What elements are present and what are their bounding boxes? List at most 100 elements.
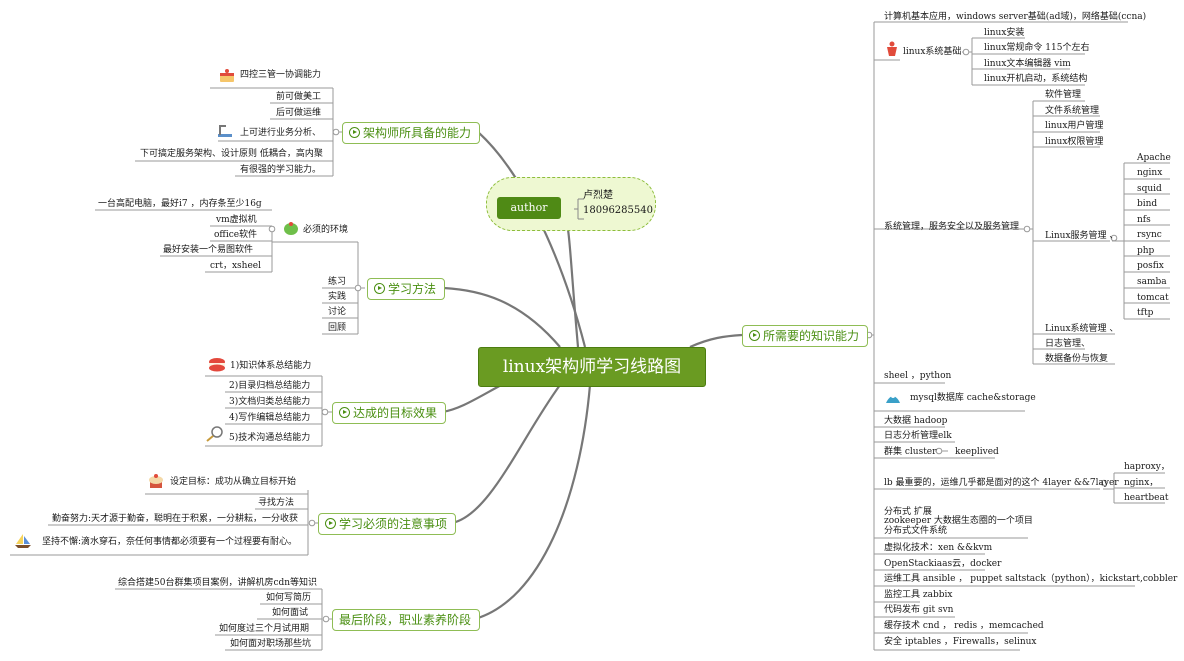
final-item: 如何面试 <box>272 608 309 618</box>
abilities-item: 上可进行业务分析、 <box>240 128 322 138</box>
branch-goals[interactable]: 达成的目标效果 <box>332 402 447 424</box>
abilities-item: 前可做美工 <box>276 92 322 102</box>
service-item: rsync <box>1137 230 1162 240</box>
branch-knowledge[interactable]: 所需要的知识能力 <box>742 325 869 347</box>
macaron-icon <box>209 358 225 372</box>
sysadmin-item: linux用户管理 <box>1045 121 1104 131</box>
services-title: Linux服务管理 、 <box>1045 231 1119 241</box>
keepalived-item: keeplived <box>955 447 999 457</box>
deploy-item: 代码发布 git svn <box>884 605 954 615</box>
linux-basic-item: linux文本编辑器 vim <box>984 59 1071 69</box>
sysadmin-item: 软件管理 <box>1045 90 1082 100</box>
branch-study-title: 学习方法 <box>388 282 437 296</box>
service-item: tftp <box>1137 308 1154 318</box>
branch-abilities-title: 架构师所具备的能力 <box>363 126 472 140</box>
cache-item: 缓存技术 cnd ， redis ，memcached <box>884 621 1044 631</box>
abilities-item: 有很强的学习能力。 <box>240 165 322 175</box>
distributed-item: zookeeper 大数据生态圈的一个项目 <box>884 516 1033 526</box>
drink-icon <box>887 41 897 56</box>
note-item: 寻找方法 <box>258 498 295 508</box>
final-item: 如何面对职场那些坑 <box>230 639 312 649</box>
treadmill-icon <box>218 125 232 137</box>
sysadmin-item: 数据备份与恢复 <box>1045 354 1109 364</box>
branch-notes[interactable]: 学习必须的注意事项 <box>318 513 457 535</box>
sailboat-icon <box>15 534 31 548</box>
knowledge-top: 计算机基本应用，windows server基础(ad域)，网络基础(ccna) <box>884 12 1147 22</box>
goal-item: 1)知识体系总结能力 <box>230 361 312 371</box>
author-tag[interactable]: author <box>497 197 561 219</box>
linux-basic-item: linux开机启动，系统结构 <box>984 74 1088 84</box>
env-item: vm虚拟机 <box>216 215 257 225</box>
env-item: crt，xsheel <box>210 261 261 271</box>
play-icon <box>325 518 336 529</box>
lb-sub-item: heartbeat <box>1124 493 1169 503</box>
elk-item: 日志分析管理elk <box>884 431 952 441</box>
lb-item: lb 最重要的，运维几乎都是面对的这个 4layer &&7layer <box>884 478 1119 488</box>
service-item: bind <box>1137 199 1158 209</box>
play-icon <box>339 407 350 418</box>
database-icon <box>886 394 900 403</box>
play-icon <box>749 330 760 341</box>
cupcake-icon <box>149 474 163 488</box>
monitor-item: 监控工具 zabbix <box>884 590 953 600</box>
note-item: 设定目标：成功从确立目标开始 <box>170 477 297 487</box>
goal-item: 3)文档归类总结能力 <box>229 397 311 407</box>
goal-item: 2)目录归档总结能力 <box>229 381 311 391</box>
play-icon <box>374 283 385 294</box>
service-item: tomcat <box>1137 293 1169 303</box>
linux-basic-item: linux常规命令 115个左右 <box>984 43 1090 53</box>
service-item: posfix <box>1137 261 1164 271</box>
method-item: 练习 <box>328 277 347 287</box>
shell-item: sheel ，python <box>884 371 952 381</box>
abilities-item: 后可做运维 <box>276 108 322 118</box>
distributed-item: 分布式 扩展 <box>884 507 932 517</box>
method-item: 回顾 <box>328 323 347 333</box>
note-item: 坚持不懈:滴水穿石，奈任何事情都必须要有一个过程要有耐心。 <box>42 537 298 547</box>
linux-basic-item: linux安装 <box>984 28 1025 38</box>
cake-icon <box>220 69 234 82</box>
virt-item: 虚拟化技术：xen &&kvm <box>884 543 993 553</box>
cake-slice-icon <box>284 222 298 235</box>
branch-goals-title: 达成的目标效果 <box>353 406 438 420</box>
mysql-item: mysql数据库 cache&storage <box>910 393 1036 403</box>
sysadmin-item: 文件系统管理 <box>1045 106 1100 116</box>
service-item: Apache <box>1137 153 1171 163</box>
method-item: 讨论 <box>328 307 347 317</box>
sysadmin-title: 系统管理，服务安全以及服务管理 <box>884 222 1020 232</box>
final-item: 综合搭建50台群集项目案例，讲解机房cdn等知识 <box>118 578 318 588</box>
branch-notes-title: 学习必须的注意事项 <box>339 517 448 531</box>
bigdata-item: 大数据 hadoop <box>884 416 948 426</box>
cloud-item: OpenStackiaas云，docker <box>884 559 1002 569</box>
branch-abilities[interactable]: 架构师所具备的能力 <box>342 122 481 144</box>
branch-final[interactable]: 最后阶段，职业素养阶段 <box>332 609 481 631</box>
sysadmin-item: 日志管理、 <box>1045 339 1091 349</box>
linux-basic-title: linux系统基础 <box>903 47 962 57</box>
central-topic[interactable]: linux架构师学习线路图 <box>478 347 706 387</box>
cluster-item: 群集 cluster <box>884 447 937 457</box>
abilities-item: 四控三管一协调能力 <box>240 70 322 80</box>
lb-sub-item: nginx， <box>1124 478 1159 488</box>
service-item: nfs <box>1137 215 1151 225</box>
branch-study[interactable]: 学习方法 <box>367 278 446 300</box>
env-item: office软件 <box>214 230 258 240</box>
final-item: 如何写简历 <box>266 593 312 603</box>
env-item: 一台高配电脑，最好i7 ，内存条至少16g <box>98 199 262 209</box>
service-item: squid <box>1137 184 1162 194</box>
security-item: 安全 iptables ，Firewalls，selinux <box>884 637 1037 647</box>
lb-sub-item: haproxy， <box>1124 462 1170 472</box>
sysadmin-item: linux权限管理 <box>1045 137 1104 147</box>
final-item: 如何度过三个月试用期 <box>219 624 310 634</box>
play-icon <box>349 127 360 138</box>
method-item: 实践 <box>328 292 347 302</box>
study-env-title: 必须的环境 <box>303 225 349 235</box>
goal-item: 4)写作编辑总结能力 <box>229 413 311 423</box>
author-bracket <box>574 198 584 220</box>
branch-knowledge-title: 所需要的知识能力 <box>763 329 860 343</box>
service-item: samba <box>1137 277 1167 287</box>
abilities-item: 下可搞定服务架构、设计原则 低耦合，高内聚 <box>140 149 323 159</box>
note-item: 勤奋努力:天才源于勤奋，聪明在于积累，一分耕耘，一分收获 <box>52 514 299 524</box>
branch-final-title: 最后阶段，职业素养阶段 <box>339 613 472 627</box>
sysadmin-item: Linux系统管理 、 <box>1045 324 1119 334</box>
author-phone: 18096285540 <box>583 205 653 216</box>
